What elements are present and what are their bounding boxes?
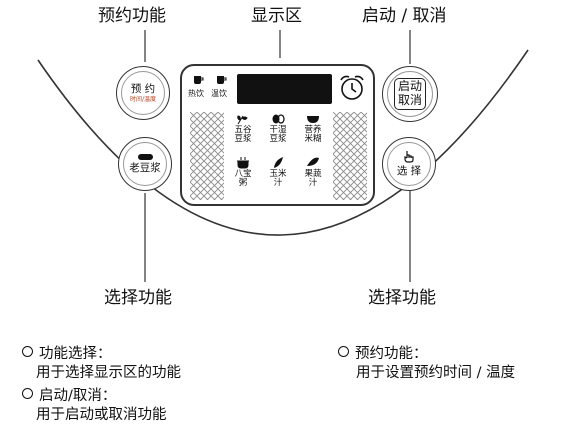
bowl-icon bbox=[307, 116, 319, 123]
note-function-select-desc: 用于选择显示区的功能 bbox=[36, 365, 181, 381]
note-reservation-title: 预约功能： bbox=[338, 346, 428, 362]
select-button[interactable]: 选 择 bbox=[382, 137, 436, 191]
function-fruit-line2: 汁 bbox=[308, 177, 318, 188]
hot-drink-icon bbox=[194, 76, 204, 84]
function-grain-line2: 豆浆 bbox=[234, 133, 252, 144]
callout-select-left: 选择功能 bbox=[104, 288, 172, 308]
select-label: 选 择 bbox=[396, 165, 422, 178]
alarm-clock-icon bbox=[340, 75, 364, 100]
function-corn-juice: 玉米 汁 bbox=[261, 156, 295, 188]
start-cancel-label-box: 启动 取消 bbox=[393, 78, 426, 110]
bullet-circle-icon bbox=[22, 388, 33, 399]
function-nutrition-line1: 营养 bbox=[304, 125, 322, 135]
lcd-screen bbox=[237, 74, 332, 104]
decorative-pattern-right bbox=[333, 112, 367, 200]
function-grain-line1: 五谷 bbox=[234, 125, 252, 135]
start-cancel-button[interactable]: 启动 取消 bbox=[382, 66, 438, 122]
function-grain-soymilk: 五谷 豆浆 bbox=[226, 112, 260, 144]
corn-icon bbox=[274, 157, 283, 168]
function-dry-wet-line1: 干湿 bbox=[269, 125, 287, 135]
function-dry-wet-soymilk: 干湿 豆浆 bbox=[261, 112, 295, 144]
reservation-sublabel: 时间/温度 bbox=[129, 95, 157, 103]
reservation-label: 预 约 bbox=[130, 83, 156, 96]
function-eight-treasure-porridge: 八宝 粥 bbox=[226, 156, 260, 188]
reservation-button[interactable]: 预 约 时间/温度 bbox=[116, 66, 170, 120]
cancel-label: 取消 bbox=[397, 93, 422, 107]
warm-drink-label: 温饮 bbox=[211, 89, 227, 98]
function-nutrition-line2: 米糊 bbox=[304, 133, 322, 144]
old-soymilk-label: 老豆浆 bbox=[129, 161, 161, 174]
callout-start-cancel: 启动 / 取消 bbox=[362, 6, 447, 26]
pot-icon bbox=[237, 157, 249, 169]
old-soymilk-button[interactable]: 老豆浆 bbox=[118, 137, 172, 191]
appliance-body-arc bbox=[37, 49, 529, 236]
start-label: 启动 bbox=[397, 79, 422, 94]
decorative-pattern-left bbox=[190, 112, 224, 200]
bean-icon bbox=[272, 114, 285, 124]
function-porridge-line2: 粥 bbox=[238, 177, 248, 188]
bullet-circle-icon bbox=[338, 346, 349, 357]
hand-pointer-icon bbox=[404, 151, 414, 164]
function-corn-line1: 玉米 bbox=[269, 169, 287, 179]
warm-drink-icon bbox=[217, 76, 227, 84]
function-fruit-line1: 果蔬 bbox=[304, 169, 322, 179]
bullet-circle-icon bbox=[22, 346, 33, 357]
function-fruit-veg-juice: 果蔬 汁 bbox=[296, 156, 330, 188]
grain-icon bbox=[237, 115, 248, 125]
display-panel: 热饮 温饮 五谷 豆浆 干湿 豆 bbox=[180, 64, 375, 206]
function-corn-line2: 汁 bbox=[273, 177, 283, 188]
callout-select-right: 选择功能 bbox=[368, 288, 436, 308]
callout-display: 显示区 bbox=[251, 6, 302, 26]
note-function-select-title: 功能选择： bbox=[22, 346, 112, 362]
function-nutrition-rice-paste: 营养 米糊 bbox=[296, 112, 330, 144]
function-porridge-line1: 八宝 bbox=[234, 169, 252, 179]
hot-drink-label: 热饮 bbox=[188, 89, 204, 98]
fruit-icon bbox=[307, 157, 319, 166]
note-reservation-desc: 用于设置预约时间 / 温度 bbox=[356, 365, 516, 381]
dash-icon bbox=[137, 153, 153, 160]
note-start-cancel-desc: 用于启动或取消功能 bbox=[36, 407, 167, 423]
callout-reservation: 预约功能 bbox=[98, 6, 166, 26]
note-start-cancel-title: 启动/取消： bbox=[22, 388, 116, 404]
function-dry-wet-line2: 豆浆 bbox=[269, 133, 287, 144]
